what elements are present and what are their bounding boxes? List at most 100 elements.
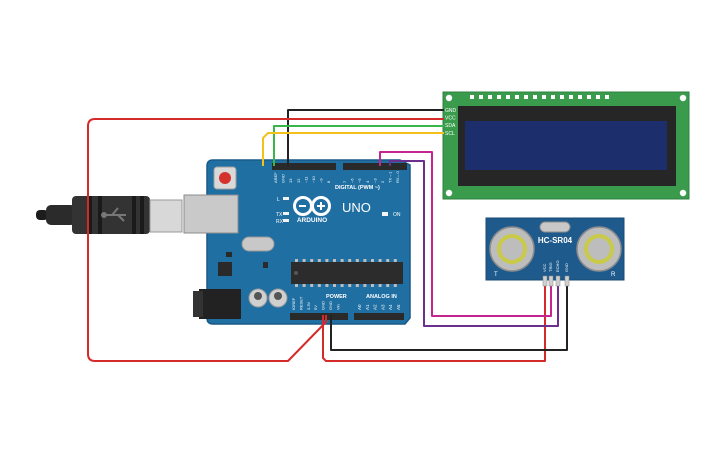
digital-header-left[interactable] (272, 163, 336, 170)
sensor-pin-label: TRIG (548, 262, 553, 272)
on-led (382, 212, 388, 216)
wire-sensor-vcc[interactable] (322, 284, 546, 362)
sensor-crystal (539, 221, 571, 233)
sensor-pin-label: GND (564, 263, 569, 272)
wire-sensor-trig[interactable] (379, 151, 552, 317)
transducer-right (576, 226, 622, 272)
chip-pin (355, 259, 359, 262)
lcd-pin-hole (515, 95, 519, 99)
chip-pin (310, 259, 314, 262)
usb-cable-tail (36, 210, 48, 220)
lcd-pin-label: SDA (445, 123, 456, 129)
chip-pin (310, 284, 314, 287)
chip-pin (295, 259, 298, 262)
chip-pin (295, 284, 298, 287)
chip-pin (325, 284, 329, 287)
voltage-regulator (218, 262, 232, 276)
wire-sensor-gnd[interactable] (330, 284, 568, 351)
analog-pin-label: A4 (388, 304, 393, 310)
arduino-logo-icon (293, 196, 331, 216)
analog-pin-label: A1 (365, 304, 370, 310)
digital-pin-label: 8 (326, 180, 331, 183)
analog-header[interactable] (354, 313, 404, 320)
chip-pin (393, 259, 397, 262)
wires (87, 109, 568, 362)
capacitor-left-top (254, 292, 262, 300)
power-header[interactable] (290, 313, 348, 320)
wire-lcd-gnd[interactable] (287, 109, 444, 166)
chip-notch (294, 271, 298, 275)
power-pin-label: IOREF (291, 297, 296, 310)
digital-pin-label: ~6 (350, 178, 355, 183)
digital-header-label: DIGITAL (PWM ~) (335, 185, 380, 191)
chip-pin (348, 284, 352, 287)
power-header-label: POWER (326, 294, 347, 300)
chip-pin (355, 284, 359, 287)
analog-pin-label: A2 (373, 304, 378, 310)
lcd-pin-hole (479, 95, 483, 99)
chip-pin (302, 284, 306, 287)
usb-symbol-icon (101, 207, 126, 222)
dc-power-jack-front (193, 291, 203, 317)
digital-pin-label: ~3 (372, 178, 377, 183)
chip-pin (378, 284, 382, 287)
wire-lcd-sda[interactable] (273, 125, 444, 166)
lcd-pin-label: VCC (445, 116, 456, 122)
analog-header-label: ANALOG IN (366, 294, 397, 300)
sensor-t-label: T (494, 272, 498, 278)
atmega-chip (291, 262, 403, 284)
digital-pin-label: ~11 (303, 176, 308, 183)
digital-pin-label: ~5 (357, 178, 362, 183)
l-led (283, 197, 289, 200)
sensor-model-label: HC-SR04 (538, 236, 573, 245)
chip-pin (363, 284, 367, 287)
digital-header-right[interactable] (343, 163, 407, 170)
usb-port (183, 194, 239, 234)
usb-cable[interactable] (36, 196, 183, 234)
usb-plug-metal (149, 199, 183, 233)
lcd-pin-hole (596, 95, 600, 99)
chip-pin (363, 259, 367, 262)
lcd-mount-hole (445, 94, 453, 102)
lcd-pin-hole (605, 95, 609, 99)
analog-pin-label: A5 (396, 304, 401, 310)
chip-pin (317, 259, 321, 262)
lcd-pin-hole (551, 95, 555, 99)
sensor-pin-label: ECHO (555, 260, 560, 272)
power-pin-label: 5V (313, 305, 318, 310)
tx-led (283, 212, 289, 215)
lcd-pin-hole (497, 95, 501, 99)
digital-pin-label: GND (281, 174, 286, 183)
digital-pin-label: 13 (288, 178, 293, 183)
chip-pin (340, 284, 344, 287)
digital-pin-label: TX→1 (388, 171, 393, 183)
chip-pin (333, 284, 336, 287)
lcd-pin-hole (506, 95, 510, 99)
analog-pin-label: A0 (357, 304, 362, 310)
chip-pin (371, 284, 374, 287)
wire-lcd-scl[interactable] (262, 132, 444, 166)
digital-pin-label: 7 (342, 180, 347, 183)
chip-pin (386, 284, 390, 287)
digital-pin-label: 12 (296, 178, 301, 183)
digital-pin-label: ~10 (311, 175, 316, 183)
chip-pin (386, 259, 390, 262)
chip-pin (302, 259, 306, 262)
power-pin-label: Vin (335, 304, 340, 310)
analog-pin-label: A3 (380, 304, 385, 310)
board-brand: ARDUINO (297, 217, 327, 224)
crystal-oscillator (241, 236, 275, 252)
sensor-pins (542, 275, 570, 287)
wire-sensor-echo[interactable] (389, 160, 559, 327)
lcd-pin-hole (569, 95, 573, 99)
wire-lcd-vcc[interactable] (87, 118, 444, 362)
reset-button[interactable] (219, 172, 231, 184)
digital-pin-label: RX←0 (395, 170, 400, 183)
